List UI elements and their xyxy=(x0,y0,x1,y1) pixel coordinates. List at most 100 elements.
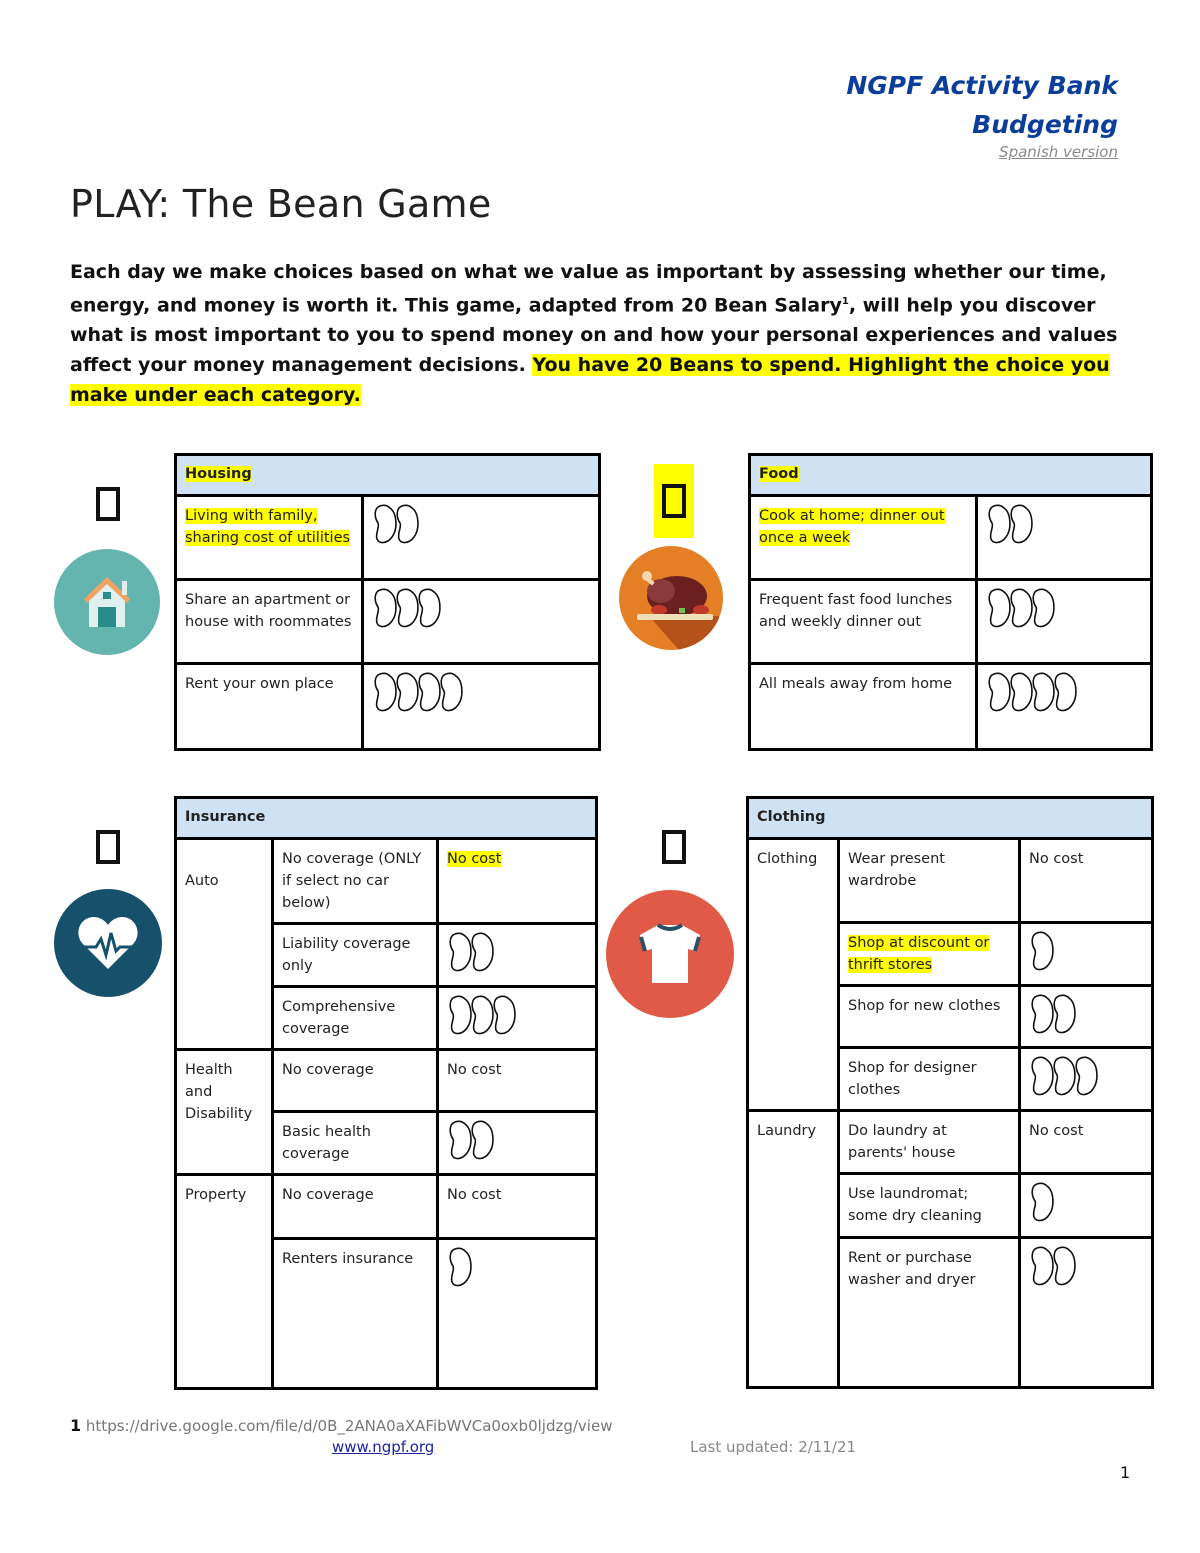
tshirt-icon xyxy=(606,890,734,1018)
insurance-category-property: Property xyxy=(185,1187,247,1203)
bean-cost-1 xyxy=(447,1246,587,1288)
laundry-option-2[interactable]: Use laundromat; some dry cleaning xyxy=(848,1186,982,1224)
clothing-option-4[interactable]: Shop for designer clothes xyxy=(848,1060,977,1098)
insurance-category-health: Health and Disability xyxy=(185,1062,253,1122)
bean-icon xyxy=(1031,994,1054,1034)
bean-icon xyxy=(396,672,419,712)
clothing-header: Clothing xyxy=(757,809,826,825)
food-option-1[interactable]: Cook at home; dinner out once a week xyxy=(759,508,945,546)
roast-turkey-icon xyxy=(619,546,723,650)
bean-cost-1 xyxy=(1029,930,1143,972)
last-updated: Last updated: 2/11/21 xyxy=(690,1438,857,1456)
bean-cost-1 xyxy=(1029,1181,1143,1223)
missing-glyph-icon xyxy=(654,464,694,538)
page-title: PLAY: The Bean Game xyxy=(70,182,492,226)
bean-icon xyxy=(374,504,397,544)
heart-pulse-icon xyxy=(54,889,162,997)
bean-cost-2 xyxy=(986,503,1142,545)
bean-cost-2 xyxy=(372,503,590,545)
cost-label: No cost xyxy=(1029,1123,1084,1139)
bean-icon xyxy=(471,995,494,1035)
laundry-option-3[interactable]: Rent or purchase washer and dryer xyxy=(848,1250,976,1288)
cost-label: No cost xyxy=(447,851,502,867)
bean-icon xyxy=(988,504,1011,544)
bean-icon xyxy=(493,995,516,1035)
housing-option-2[interactable]: Share an apartment or house with roommat… xyxy=(185,592,352,630)
clothing-option-2[interactable]: Shop at discount or thrift stores xyxy=(848,935,990,973)
clothing-category-clothing: Clothing xyxy=(757,851,818,867)
bean-cost-2 xyxy=(447,931,587,973)
bean-icon xyxy=(449,995,472,1035)
food-option-3[interactable]: All meals away from home xyxy=(759,676,952,692)
footnote: 1 https://drive.google.com/file/d/0B_2AN… xyxy=(70,1416,612,1435)
unit-title: Budgeting xyxy=(972,110,1118,139)
bean-icon xyxy=(1032,588,1055,628)
bean-icon xyxy=(418,672,441,712)
bean-icon xyxy=(1032,672,1055,712)
bean-cost-3 xyxy=(447,994,587,1036)
insurance-category-auto: Auto xyxy=(185,873,219,889)
bean-cost-3 xyxy=(372,587,590,629)
bean-cost-4 xyxy=(372,671,590,713)
insurance-auto-option-3[interactable]: Comprehensive coverage xyxy=(282,999,396,1037)
bean-icon xyxy=(1031,1056,1054,1096)
bean-icon xyxy=(1053,1246,1076,1286)
intro-text-2: , will help you discover what is most im… xyxy=(70,294,1118,377)
missing-glyph-icon xyxy=(88,482,128,526)
footnote-ref[interactable]: 1 xyxy=(841,296,849,307)
clothing-option-3[interactable]: Shop for new clothes xyxy=(848,998,1001,1014)
bean-icon xyxy=(1010,504,1033,544)
bean-icon xyxy=(396,504,419,544)
bean-cost-3 xyxy=(986,587,1142,629)
cost-label: No cost xyxy=(447,1187,502,1203)
housing-table: Housing Living with family, sharing cost… xyxy=(174,453,601,751)
bean-icon xyxy=(471,932,494,972)
insurance-header: Insurance xyxy=(185,809,266,825)
bean-icon xyxy=(374,672,397,712)
bean-icon xyxy=(1053,1056,1076,1096)
insurance-health-option-1[interactable]: No coverage xyxy=(282,1062,374,1078)
bean-icon xyxy=(1054,672,1077,712)
house-icon xyxy=(54,549,160,655)
food-option-2[interactable]: Frequent fast food lunches and weekly di… xyxy=(759,592,953,630)
bean-icon xyxy=(1031,1246,1054,1286)
bean-icon xyxy=(471,1120,494,1160)
footnote-url[interactable]: https://drive.google.com/file/d/0B_2ANA0… xyxy=(85,1417,613,1435)
cost-label: No cost xyxy=(1029,851,1084,867)
intro-text: Each day we make choices based on what w… xyxy=(70,261,1107,317)
bean-cost-3 xyxy=(1029,1055,1143,1097)
clothing-option-1[interactable]: Wear present wardrobe xyxy=(848,851,945,889)
intro-paragraph: Each day we make choices based on what w… xyxy=(70,257,1130,410)
bean-icon xyxy=(1031,1182,1054,1222)
bean-icon xyxy=(1053,994,1076,1034)
bean-icon xyxy=(374,588,397,628)
insurance-property-option-2[interactable]: Renters insurance xyxy=(282,1251,414,1267)
activity-bank-title: NGPF Activity Bank xyxy=(846,71,1118,100)
bean-icon xyxy=(988,672,1011,712)
missing-glyph-icon xyxy=(654,825,694,869)
bean-cost-2 xyxy=(1029,993,1143,1035)
food-header: Food xyxy=(759,466,799,482)
spanish-version-link[interactable]: Spanish version xyxy=(999,143,1118,161)
page-number: 1 xyxy=(1120,1463,1131,1482)
bean-cost-2 xyxy=(447,1119,587,1161)
footnote-number: 1 xyxy=(70,1416,82,1435)
laundry-option-1[interactable]: Do laundry at parents' house xyxy=(848,1123,956,1161)
housing-header: Housing xyxy=(185,466,252,482)
bean-icon xyxy=(449,932,472,972)
bean-icon xyxy=(418,588,441,628)
bean-icon xyxy=(1031,931,1054,971)
insurance-table: Insurance Auto No coverage (ONLY if sele… xyxy=(174,796,598,1390)
bean-icon xyxy=(1075,1056,1098,1096)
bean-icon xyxy=(440,672,463,712)
clothing-table: Clothing Clothing Wear present wardrobe … xyxy=(746,796,1154,1389)
bean-icon xyxy=(449,1120,472,1160)
ngpf-website-link[interactable]: www.ngpf.org xyxy=(332,1438,435,1456)
insurance-health-option-2[interactable]: Basic health coverage xyxy=(282,1124,371,1162)
housing-option-3[interactable]: Rent your own place xyxy=(185,676,334,692)
housing-option-1[interactable]: Living with family, sharing cost of util… xyxy=(185,508,351,546)
insurance-auto-option-1[interactable]: No coverage (ONLY if select no car below… xyxy=(282,851,422,911)
insurance-property-option-1[interactable]: No coverage xyxy=(282,1187,374,1203)
cost-label: No cost xyxy=(447,1062,502,1078)
insurance-auto-option-2[interactable]: Liability coverage only xyxy=(282,936,411,974)
